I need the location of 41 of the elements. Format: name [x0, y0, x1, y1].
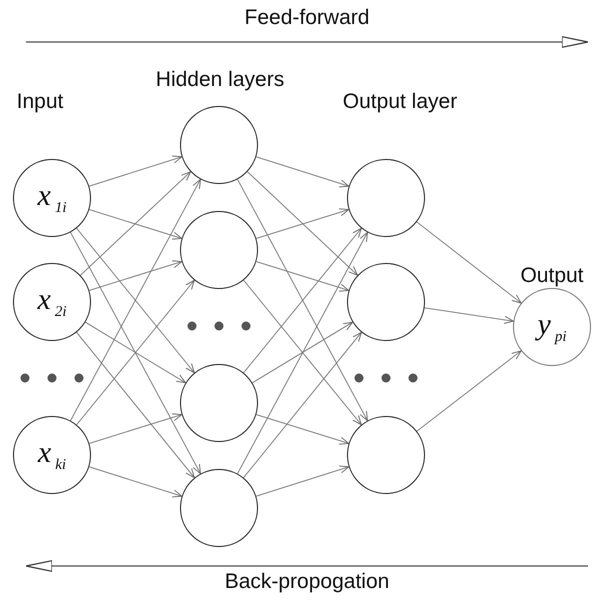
arrow	[246, 171, 358, 276]
neuron-circle	[180, 106, 258, 184]
arrow	[237, 178, 368, 422]
arrow	[88, 156, 182, 187]
arrow	[252, 322, 354, 384]
arrow	[70, 178, 201, 422]
arrow	[416, 221, 522, 304]
layer-label: Output layer	[342, 90, 458, 114]
arrow	[256, 414, 350, 445]
arrow	[84, 322, 186, 384]
direction-label: Feed-forward	[244, 6, 370, 30]
arrow	[88, 466, 182, 498]
neuron-circle	[180, 364, 258, 442]
arrow	[256, 261, 350, 292]
arrow	[243, 280, 362, 426]
variable-label: x$_{2i}$	[38, 283, 66, 321]
arrow	[88, 209, 182, 240]
direction-label: Back-propogation	[224, 570, 390, 594]
arrow	[256, 156, 350, 188]
arrow	[76, 332, 195, 478]
layer-label: Output	[520, 264, 584, 288]
arrow	[76, 228, 195, 374]
arrow	[416, 350, 522, 432]
neuron-circle	[180, 211, 258, 289]
arrow	[243, 228, 362, 374]
arrow	[88, 413, 182, 444]
arrow	[80, 171, 192, 276]
arrow	[256, 208, 350, 239]
layer-label: Input	[16, 90, 64, 114]
arrow	[424, 307, 514, 324]
arrow	[256, 466, 350, 497]
arrow	[70, 232, 201, 474]
arrow	[243, 332, 362, 478]
layer-label: Hidden layers	[156, 68, 284, 92]
variable-label: y$_{pi}$	[538, 308, 566, 346]
arrow	[76, 280, 195, 426]
variable-label: x$_{1i}$	[38, 179, 66, 217]
variable-label: x$_{ki}$	[38, 436, 66, 474]
arrow	[88, 260, 182, 291]
neuron-circle	[347, 263, 425, 341]
arrow	[237, 232, 368, 474]
